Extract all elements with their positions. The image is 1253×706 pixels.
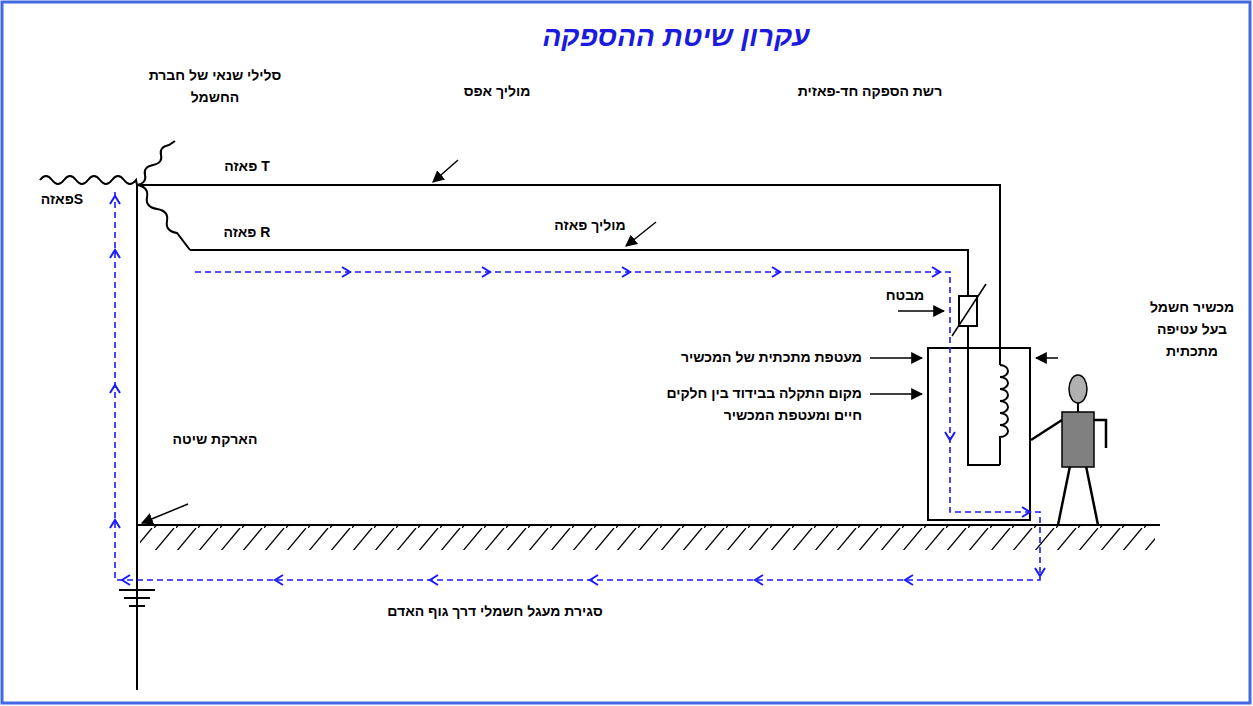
callout-label: מקום התקלה בבידוד בין חלקים חיים ומעטפת … <box>642 382 862 426</box>
phase-conductor <box>968 326 1000 465</box>
current-arrowhead <box>275 575 283 585</box>
ground-hatching <box>140 526 1155 550</box>
diagram-title: עקרון שיטת ההספקה <box>542 20 809 54</box>
current-arrowhead <box>342 267 350 277</box>
current-arrowhead <box>482 267 490 277</box>
person-arm <box>1094 420 1106 448</box>
current-arrowhead <box>1022 507 1030 517</box>
coil-r <box>137 185 190 250</box>
ground-line <box>137 524 1160 526</box>
person-leg <box>1058 466 1070 525</box>
leader-line <box>1036 357 1058 359</box>
current-arrowhead <box>945 432 955 440</box>
coil-s <box>40 176 137 185</box>
person-leg <box>1086 466 1098 525</box>
fault-current-path <box>115 190 1040 580</box>
earth-symbol <box>124 597 150 599</box>
callout-label: מבטח <box>886 284 925 306</box>
phase-conductor <box>190 250 968 296</box>
current-arrowhead <box>772 267 780 277</box>
leader-line <box>433 160 458 182</box>
callout-label: מוליך אפס <box>464 80 531 102</box>
coil-t <box>137 141 175 185</box>
metal-enclosure <box>928 348 1030 520</box>
leader-line <box>898 310 944 312</box>
current-arrowhead <box>110 196 120 204</box>
current-arrowhead <box>1035 568 1045 576</box>
person-head <box>1069 375 1087 403</box>
callout-label: מעטפת מתכתית של המכשיר <box>681 346 862 368</box>
leader-line <box>626 222 656 246</box>
current-arrowhead <box>110 520 120 528</box>
callout-label: פאזהS <box>41 188 83 210</box>
device-coil <box>1000 365 1008 465</box>
leader-line <box>870 393 922 395</box>
current-arrowhead <box>110 250 120 258</box>
callout-label: סלילי שנאי של חברת החשמל <box>145 64 285 108</box>
current-arrowhead <box>932 267 940 277</box>
system-earth-conductor <box>136 185 138 690</box>
current-arrowhead <box>430 575 438 585</box>
callout-label: סגירת מעגל חשמלי דרך גוף האדם <box>387 600 602 622</box>
current-arrowhead <box>755 575 763 585</box>
current-arrows <box>110 196 1045 585</box>
current-arrowhead <box>110 385 120 393</box>
callout-label: מכשיר חשמל בעל עטיפה מתכתית <box>1140 296 1245 362</box>
current-arrowhead <box>122 575 130 585</box>
person-neck <box>1077 403 1079 412</box>
callout-label: פאזה T <box>224 155 269 177</box>
callout-label: רשת הספקה חד-פאזית <box>798 80 942 102</box>
leader-lines <box>142 160 1058 523</box>
leader-line <box>870 357 922 359</box>
person-body <box>1062 412 1094 467</box>
person-arm <box>1031 420 1062 440</box>
callout-label: פאזה R <box>224 221 271 243</box>
current-arrowhead <box>622 267 630 277</box>
callout-label: הארקת שיטה <box>173 428 258 450</box>
leader-line <box>142 504 188 523</box>
current-arrowhead <box>905 575 913 585</box>
current-arrowhead <box>590 575 598 585</box>
callout-label: מוליך פאזה <box>554 214 625 236</box>
earth-symbol <box>129 605 145 607</box>
earth-symbol <box>119 589 155 591</box>
neutral-conductor <box>137 185 1000 365</box>
